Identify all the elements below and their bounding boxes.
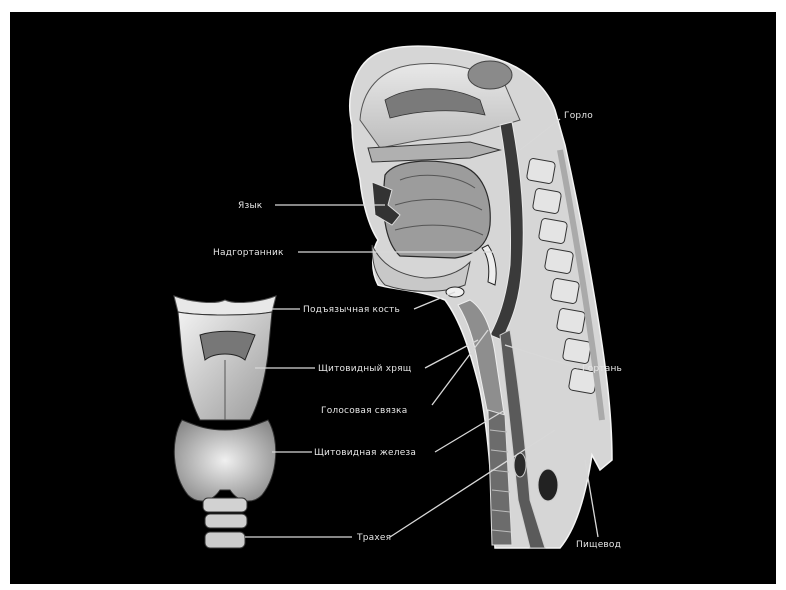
anatomy-diagram: Горло Язык Надгортанник Подъязычная кост… — [10, 12, 776, 584]
label-shchitovidny-hryashch: Щитовидный хрящ — [318, 364, 412, 374]
label-golosovaya-svyazka: Голосовая связка — [321, 406, 407, 416]
trachea-ring — [203, 498, 247, 512]
larynx-front-view — [174, 296, 276, 548]
label-shchitovidnaya-zheleza: Щитовидная железа — [314, 448, 416, 458]
trachea-ring — [205, 514, 247, 528]
slide-background: Горло Язык Надгортанник Подъязычная кост… — [10, 12, 776, 584]
label-traheya: Трахея — [356, 533, 391, 543]
label-podyazychnaya-kost: Подъязычная кость — [303, 305, 400, 315]
thyroid-gland — [174, 420, 275, 501]
label-gorlo: Горло — [564, 111, 593, 121]
hyoid-front — [174, 296, 276, 315]
label-nadgortannik: Надгортанник — [213, 248, 284, 258]
label-gortan: Гортань — [582, 364, 622, 374]
sphenoid-sinus — [468, 61, 512, 89]
label-yazyk: Язык — [238, 201, 263, 211]
head-neck-section — [350, 46, 612, 548]
trachea-ring — [205, 532, 245, 548]
label-pishchevod: Пищевод — [576, 540, 621, 550]
